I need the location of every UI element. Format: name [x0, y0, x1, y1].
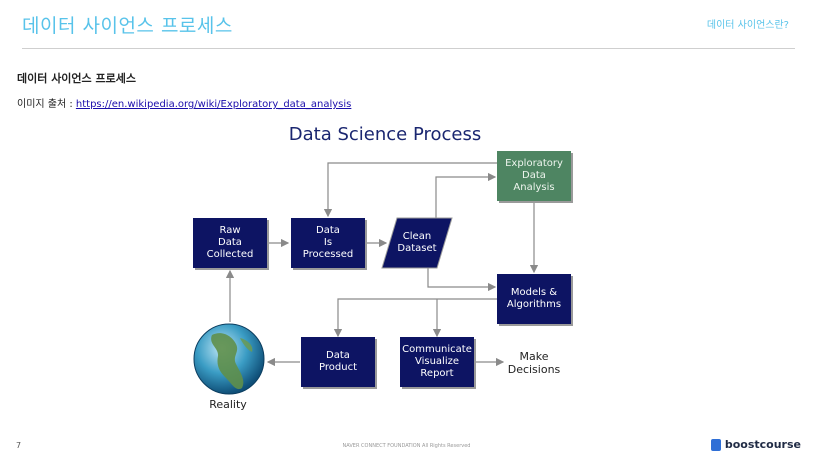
node-reality: Reality — [209, 398, 247, 411]
node-eda: Exploratory Data Analysis — [497, 151, 571, 201]
image-source-label: 이미지 출처 : — [17, 99, 76, 110]
node-models: Models & Algorithms — [497, 274, 571, 324]
node-raw-data: Raw Data Collected — [193, 218, 267, 268]
node-data-product: Data Product — [301, 337, 375, 387]
header-divider — [22, 48, 795, 49]
arrow-clean-to-eda — [435, 172, 497, 218]
page-number: 7 — [16, 441, 22, 450]
source-link[interactable]: https://en.wikipedia.org/wiki/Explorator… — [75, 99, 352, 110]
node-make-decisions: Make Decisions — [507, 350, 561, 376]
arrow-clean-to-models — [427, 268, 497, 292]
clean-dataset-shape — [381, 217, 453, 269]
node-communicate: Communicate Visualize Report — [400, 337, 474, 387]
diagram-title-text: Data Science Process — [288, 124, 482, 145]
diagram-title: Data Science Process — [0, 124, 770, 145]
globe-icon — [193, 323, 265, 395]
section-label: 데이터 사이언스란? — [706, 20, 789, 31]
content-subtitle: 데이터 사이언스 프로세스 — [17, 72, 136, 85]
brand-logo: boostcourse — [710, 438, 801, 451]
node-clean-dataset: Clean Dataset — [397, 231, 437, 254]
image-source: 이미지 출처 : https://en.wikipedia.org/wiki/E… — [17, 95, 351, 110]
boostcourse-logo-icon — [710, 438, 721, 451]
arrow-models-to-product — [333, 298, 497, 338]
slide-title: 데이터 사이언스 프로세스 — [22, 15, 233, 37]
node-data-processed: Data Is Processed — [291, 218, 365, 268]
brand-name: boostcourse — [724, 438, 801, 451]
arrow-eda-to-processed — [323, 162, 497, 218]
footer-copyright: NAVER CONNECT FOUNDATION All Rights Rese… — [342, 443, 471, 449]
